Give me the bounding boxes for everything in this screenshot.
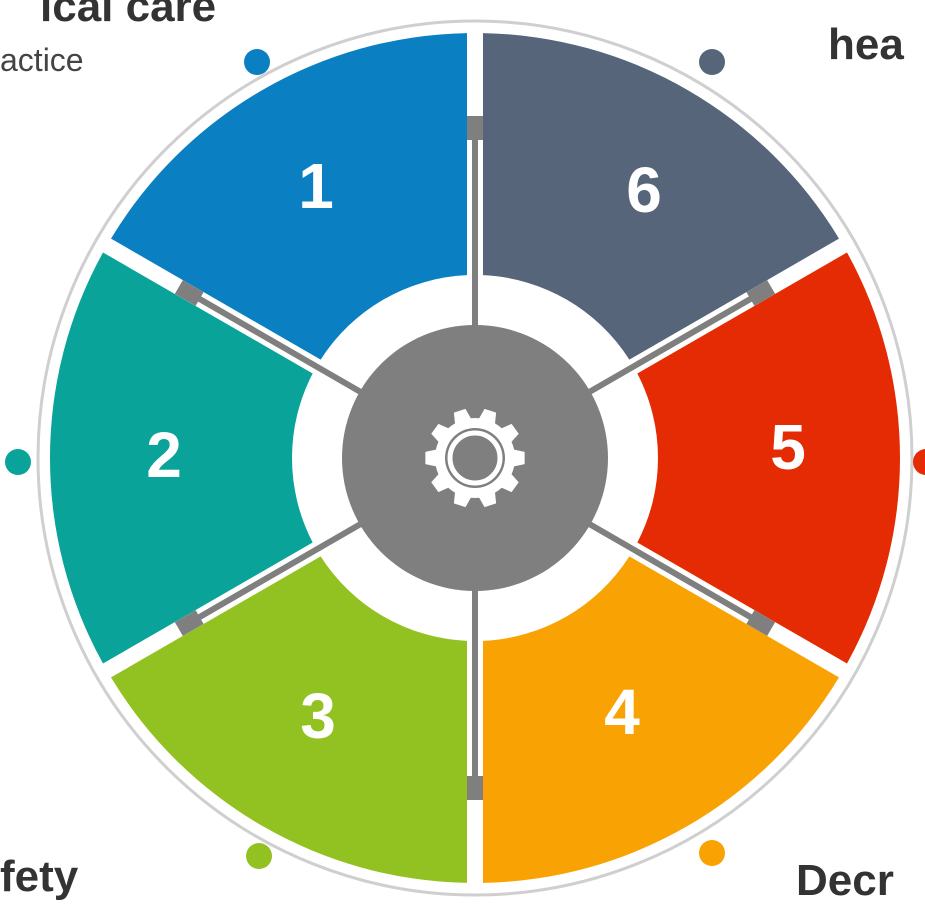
bottom-left-title: fety — [0, 852, 79, 901]
segment-2 — [50, 252, 313, 664]
segment-4-dot — [699, 840, 725, 866]
segment-1-number: 1 — [298, 150, 334, 222]
segment-1-dot — [244, 49, 270, 75]
segment-3-dot — [246, 843, 272, 869]
segment-2-number: 2 — [146, 419, 182, 491]
spoke — [187, 290, 367, 398]
spoke — [583, 518, 763, 626]
top-left-title: ical care — [40, 0, 217, 31]
segment-6 — [482, 33, 839, 360]
segment-2-dot — [5, 449, 31, 475]
bottom-right-title: Decr — [796, 856, 894, 905]
segment-1 — [111, 33, 468, 360]
segment-6-dot — [699, 49, 725, 75]
spoke — [583, 290, 763, 398]
segment-5-dot — [913, 449, 925, 475]
segment-4 — [482, 556, 839, 883]
segment-5 — [637, 252, 900, 664]
segment-5-number: 5 — [770, 411, 806, 483]
outer-ring — [36, 19, 914, 897]
spoke-connector — [746, 280, 776, 306]
segment-6-number: 6 — [626, 154, 662, 226]
top-left-subtitle: actice — [0, 42, 84, 78]
segment-3-number: 3 — [300, 680, 336, 752]
spoke — [187, 518, 367, 626]
segment-3 — [111, 556, 468, 883]
spoke-connector — [174, 610, 204, 636]
top-right-title: hea — [828, 20, 904, 69]
gear-icon — [425, 408, 525, 508]
segment-4-number: 4 — [604, 676, 640, 748]
spoke-connector — [746, 610, 776, 636]
spoke-connector — [174, 280, 204, 306]
